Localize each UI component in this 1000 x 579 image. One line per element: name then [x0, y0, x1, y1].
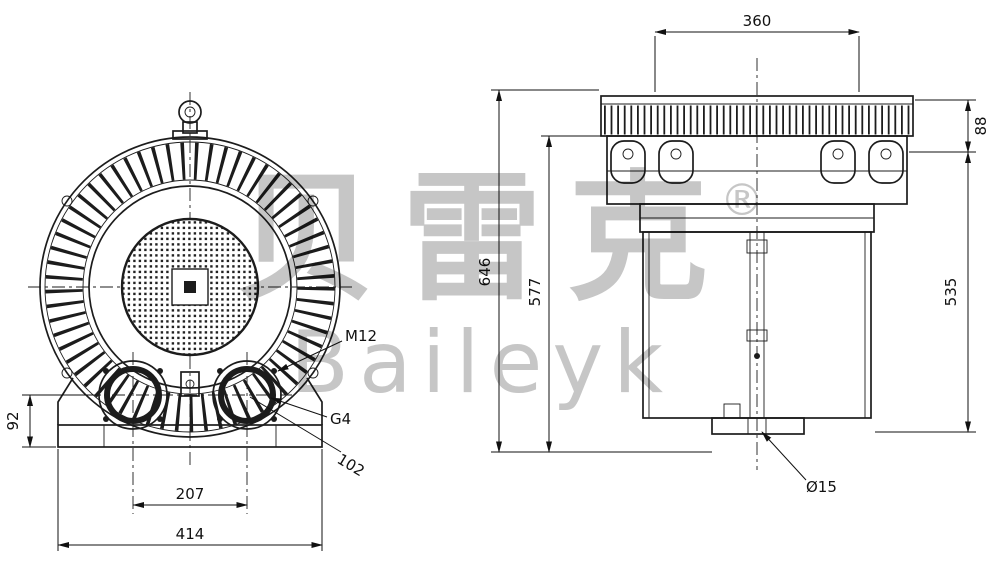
blower-housing: [39, 136, 341, 438]
dim-360-label: 360: [743, 12, 772, 30]
lifting-eye: [172, 100, 208, 140]
dim-577-label: 577: [526, 278, 544, 307]
dim-88: 88: [909, 99, 990, 153]
side-view: 360 88 535 646 577: [476, 12, 990, 496]
dim-207-label: 207: [176, 485, 205, 503]
right-port: [212, 360, 282, 430]
label-dia15: Ø15: [761, 431, 837, 496]
m12-label: M12: [345, 327, 377, 345]
front-view: 92 207 414 M12 G4 102: [4, 92, 377, 551]
cooling-fins: [45, 142, 335, 432]
dia15-label: Ø15: [806, 478, 837, 496]
dim-535-label: 535: [942, 278, 960, 307]
label-m12: M12: [277, 327, 377, 372]
mounting-foot: [711, 403, 805, 435]
label-g4: G4: [270, 397, 351, 428]
dim-414-label: 414: [176, 525, 205, 543]
dim-360: 360: [654, 12, 860, 92]
dim-207: 207: [132, 485, 248, 508]
dim-92: 92: [4, 394, 95, 448]
upper-flange: [606, 135, 908, 205]
dim-92-label: 92: [4, 411, 22, 430]
dim-102-label: 102: [334, 450, 368, 480]
dim-535: 535: [875, 151, 976, 433]
base-and-ports: [57, 360, 323, 448]
dim-646-label: 646: [476, 258, 494, 287]
main-body: [642, 231, 872, 419]
shaft-key: [184, 281, 196, 293]
left-port: [98, 360, 168, 430]
dim-646: 646: [476, 89, 712, 453]
dim-577: 577: [526, 135, 605, 453]
g4-label: G4: [330, 410, 351, 428]
dim-88-label: 88: [972, 116, 990, 135]
dim-414: 414: [57, 449, 323, 551]
